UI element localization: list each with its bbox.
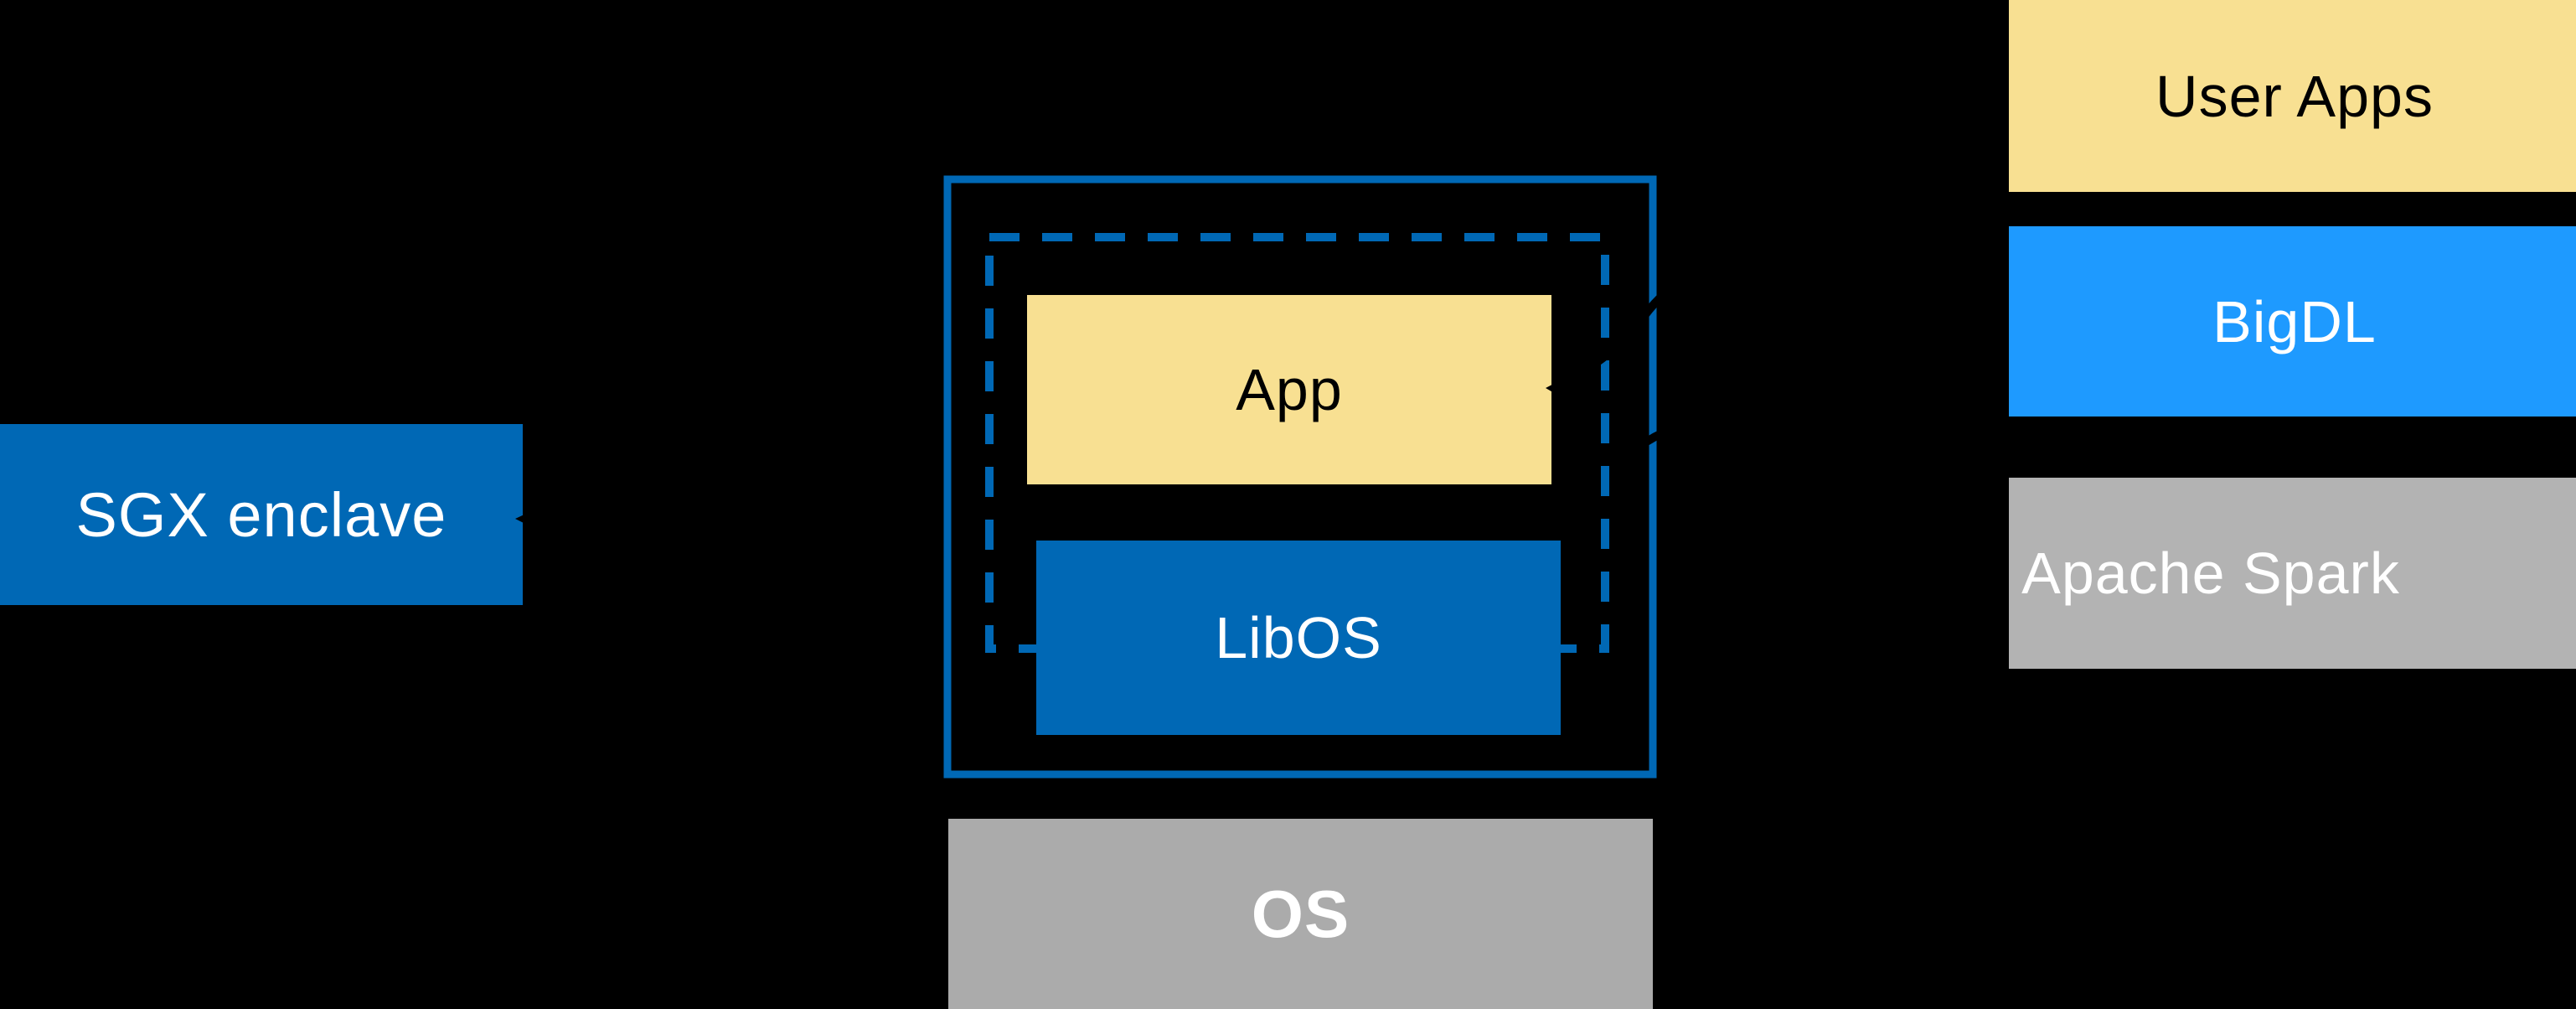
os-box: OS: [948, 819, 1653, 1009]
app-label: App: [1236, 357, 1343, 422]
apache-spark-box: Apache Spark: [2009, 478, 2576, 669]
connector-to-app-line: [1561, 243, 1802, 387]
enclave-container-border: [943, 175, 1657, 779]
libos-box: LibOS: [1036, 541, 1561, 735]
arrowhead-to-sgx-icon: [515, 508, 539, 530]
app-box: App: [1027, 295, 1551, 484]
sgx-enclave-label: SGX enclave: [75, 479, 447, 550]
bigdl-box: BigDL: [2009, 226, 2576, 417]
user-apps-label: User Apps: [2155, 63, 2434, 129]
libos-label: LibOS: [1215, 605, 1382, 670]
arrowhead-to-app-icon: [1546, 376, 1568, 400]
user-apps-box: User Apps: [2009, 0, 2576, 192]
apache-spark-label: Apache Spark: [2021, 541, 2400, 606]
connector-lower-line: [1629, 417, 1702, 456]
os-label: OS: [1251, 876, 1350, 951]
bigdl-label: BigDL: [2212, 288, 2377, 354]
sgx-enclave-label-box: SGX enclave: [0, 424, 523, 605]
